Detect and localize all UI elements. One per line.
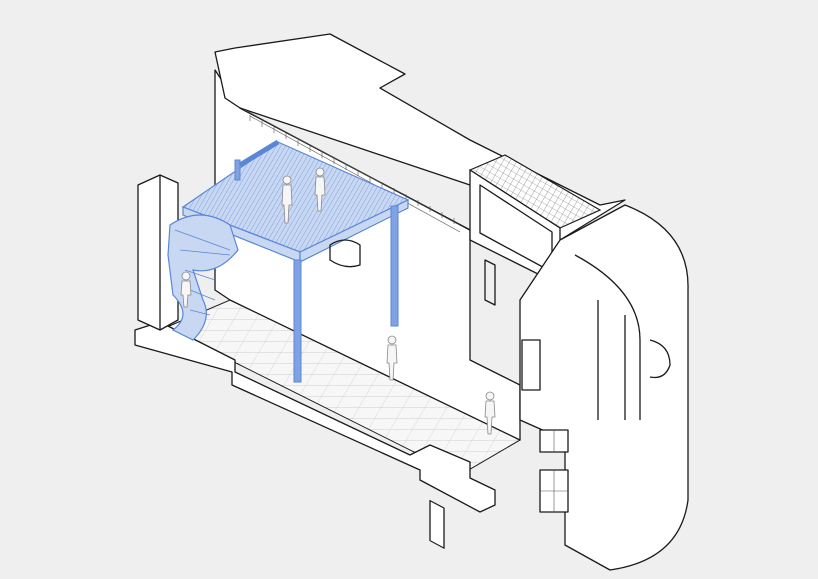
dormer (468, 154, 602, 286)
cornice-dentils (249, 115, 455, 224)
figure (281, 175, 293, 224)
figure (386, 335, 398, 381)
figure (180, 271, 192, 308)
base-plinth (134, 321, 496, 513)
cylindrical-bay (519, 204, 689, 571)
human-figures (180, 167, 496, 435)
wall-relief (329, 239, 496, 306)
spiral-staircase (167, 214, 239, 341)
platform-post (390, 205, 399, 327)
platform-post (293, 259, 302, 383)
platform-post (234, 159, 241, 181)
window-inner (521, 339, 541, 391)
left-wall (137, 174, 179, 331)
figure (484, 391, 496, 435)
mezzanine-platform (181, 139, 410, 383)
door (429, 499, 445, 549)
figure (314, 167, 326, 212)
